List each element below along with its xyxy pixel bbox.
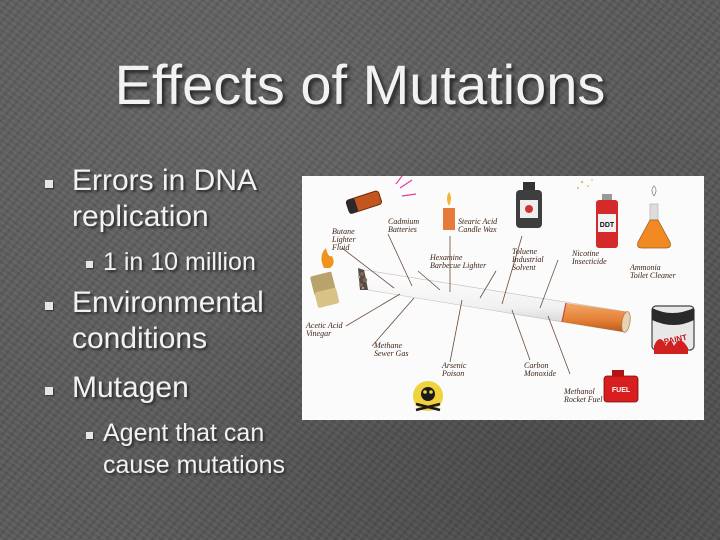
label-arsenic-1: Arsenic — [441, 361, 467, 370]
sub-bullet-one-in-ten-million: 1 in 10 million — [103, 248, 256, 276]
sub-bullet-line1: Agent that can — [103, 419, 265, 447]
label-methanol-1: Methanol — [563, 387, 595, 396]
bullet-mutagen: Mutagen — [72, 371, 189, 404]
candle-icon — [443, 192, 455, 230]
bullet-square — [45, 180, 53, 188]
label-ammonia-2: Toilet Cleaner — [630, 271, 677, 280]
bullet-text-line1: Errors in DNA — [72, 164, 258, 197]
label-methanol-2: Rocket Fuel — [563, 395, 603, 404]
label-acetic-1: Acetic Acid — [305, 321, 344, 330]
label-nicotine-1: Nicotine — [571, 249, 600, 258]
label-stearic-1: Stearic Acid — [458, 217, 498, 226]
bullet-square — [45, 302, 53, 310]
label-toluene-3: Solvent — [512, 263, 536, 272]
label-methane-2: Sewer Gas — [374, 349, 408, 358]
sub-bullet-square — [86, 261, 93, 268]
label-arsenic-2: Poison — [441, 369, 464, 378]
bullet-errors-dna: Errors in DNA replication — [72, 163, 257, 235]
ammonia-flask-icon — [637, 185, 671, 249]
label-toluene-1: Toluene — [512, 247, 537, 256]
sub-bullet-square — [86, 432, 93, 439]
battery-icon — [345, 190, 382, 214]
label-toluene-2: Industrial — [511, 255, 544, 264]
sub-bullet-line2: cause mutations — [103, 451, 286, 479]
label-cadmium-2: Batteries — [388, 225, 417, 234]
bullet-text-line2: replication — [72, 200, 209, 233]
label-hexamine-1: Hexamine — [429, 253, 463, 262]
label-stearic-2: Candle Wax — [458, 225, 497, 234]
label-acetic-2: Vinegar — [306, 329, 332, 338]
paint-can-icon: PAINT — [651, 305, 695, 354]
bullet-square — [45, 387, 53, 395]
battery-spark-icon — [395, 175, 417, 197]
label-cadmium-1: Cadmium — [388, 217, 419, 226]
label-butane-2: Lighter — [331, 235, 356, 244]
ddt-spray-can-icon: DDT — [576, 179, 618, 248]
label-butane-1: Butane — [332, 227, 355, 236]
label-hexamine-2: Barbecue Lighter — [430, 261, 487, 270]
label-butane-3: Fluid — [331, 243, 350, 252]
label-carbon-1: Carbon — [524, 361, 548, 370]
label-nicotine-2: Insecticide — [571, 257, 607, 266]
bullet-environmental: Environmental conditions — [72, 285, 264, 357]
ddt-can-label: DDT — [600, 222, 615, 229]
label-carbon-2: Monoxide — [523, 369, 556, 378]
label-methane-1: Methane — [373, 341, 402, 350]
label-ammonia-1: Ammonia — [629, 263, 661, 272]
lighter-icon — [310, 248, 340, 308]
fuel-can-label: FUEL — [612, 387, 631, 394]
cigarette-icon — [357, 268, 631, 333]
fuel-can-icon: FUEL — [603, 370, 639, 403]
bullet-text-line2: conditions — [72, 322, 208, 355]
slide-title: Effects of Mutations — [114, 53, 606, 116]
skull-icon — [413, 381, 443, 412]
toluene-bottle-icon — [516, 182, 542, 228]
sub-bullet-agent: Agent that can cause mutations — [103, 417, 285, 481]
bullet-text-line1: Environmental — [72, 286, 264, 319]
leader-lines — [341, 233, 571, 375]
